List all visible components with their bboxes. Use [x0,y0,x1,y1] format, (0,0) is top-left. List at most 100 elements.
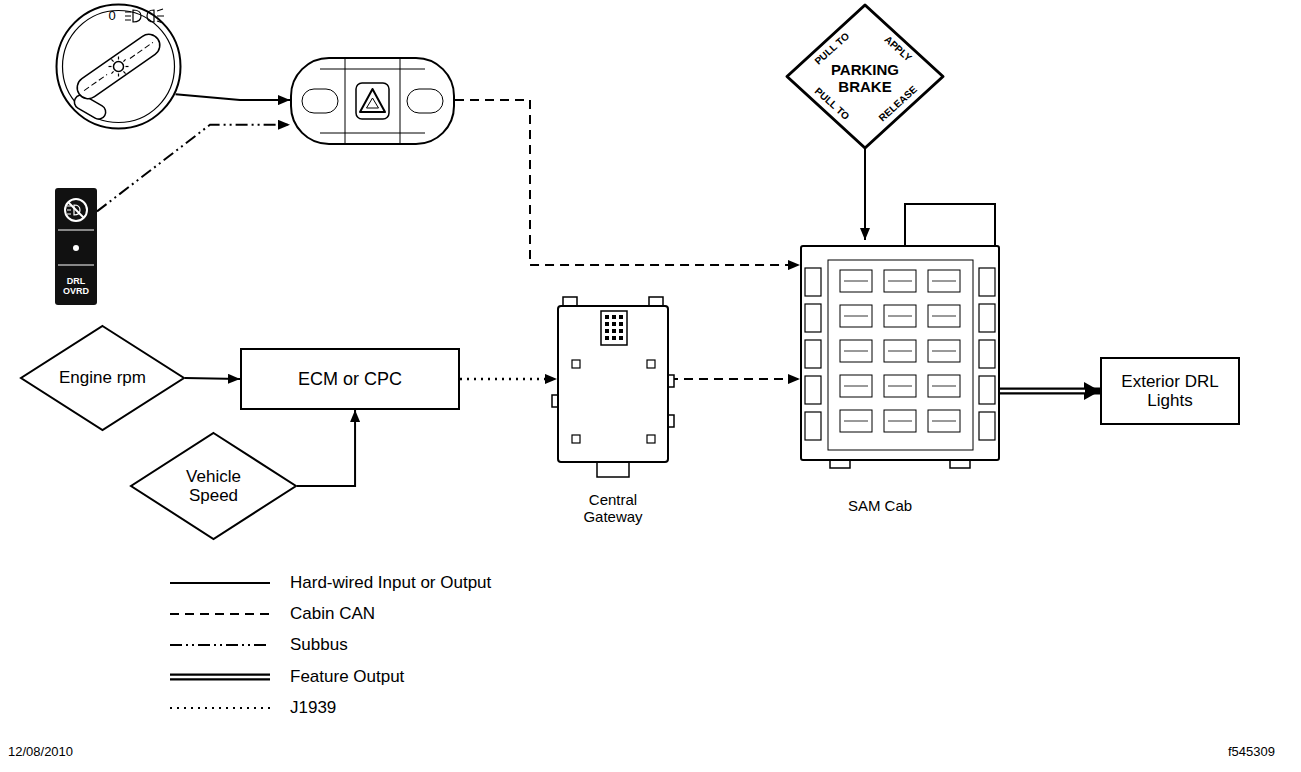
relay [884,305,916,327]
relay-mark [888,281,912,282]
gateway-hole [572,360,580,368]
switch-body [55,188,97,305]
hazard-triangle [360,89,385,112]
device-label: Central Gateway [568,491,658,526]
sam-connector [979,412,995,440]
feature-output-gap [999,390,1085,393]
parking-brake-sign: PULL TOAPPLYPARKING BRAKEPULL TORELEASE [785,3,945,150]
sam-connector [805,304,821,332]
sam-connector [805,268,821,296]
sam-cab-module-outline [800,240,1000,460]
connector-pin [605,329,609,333]
relay-mark [888,421,912,422]
sam-connector [979,376,995,404]
indicator-dot [73,245,79,251]
connector-pin [619,336,623,340]
relay-mark [844,351,868,352]
connector-group [865,148,866,240]
legend-text: Subbus [290,635,348,655]
light-symbol-ray [111,71,113,73]
control-module-box: ECM or CPC [240,348,460,410]
box-outline [241,349,459,409]
relay [840,270,872,292]
cabin-can-line [455,100,800,265]
connector-pin [612,322,616,326]
connector-pin [605,322,609,326]
module-pill [407,89,443,113]
relay [928,410,960,432]
output-box-outline [1100,357,1240,425]
legend-text: Hard-wired Input or Output [290,573,491,593]
headlight-switch-outline [55,3,182,130]
node-text: PARKING BRAKE [819,61,911,96]
sign-outline [787,5,943,148]
parking-light-symbol [125,10,141,22]
module-divider [400,59,401,143]
light-symbol-ray [126,66,129,67]
relay [884,410,916,432]
diamond-outline [21,326,184,430]
sam-connector [805,376,821,404]
relay-mark [888,386,912,387]
connector-group [669,378,800,379]
central-gateway: Central Gateway [557,305,669,463]
headlight-symbol [147,9,164,23]
node-text: DRL OVRD [57,276,95,297]
drl-override-switch: DRL OVRD [55,188,97,305]
node-text: Vehicle Speed [173,467,255,506]
hard-wired-line [297,410,355,486]
connector-group [460,378,557,379]
relay [840,340,872,362]
module-outline [291,58,454,144]
light-symbol-ray [118,74,119,77]
subbus-line [97,125,290,212]
output-box: Exterior DRL Lights [1100,357,1240,425]
light-symbol-ray [123,71,125,73]
hazard-switch-module [290,57,455,145]
relay [928,270,960,292]
central-gateway-outline [557,305,669,463]
sam-connector [805,412,821,440]
box-outline [1101,358,1239,424]
relay [928,305,960,327]
input-diamond: Vehicle Speed [130,432,297,540]
legend-dashed-line [170,613,270,615]
gateway-body [558,306,668,462]
hazard-switch-module-outline [290,57,455,145]
connector-group [297,410,355,486]
cabin-can-line [669,378,800,380]
gateway-connector [601,311,627,345]
legend-text: J1939 [290,698,336,718]
device-label: SAM Cab [825,497,935,514]
connector-pin [605,315,609,319]
connector-pin [619,322,623,326]
relay-mark [888,351,912,352]
sam-connector [979,340,995,368]
light-symbol-ray [123,59,125,61]
connector-group [97,125,290,212]
node-text: Engine rpm [47,368,159,388]
legend-double-line-gap [169,676,271,679]
relay-mark [844,421,868,422]
knob-outline [57,5,181,129]
pointer-mark [130,42,153,58]
relay-mark [888,316,912,317]
connector-pin [619,315,623,319]
module-edge-line [320,69,425,70]
light-symbol-ray [118,57,119,60]
connector-group [999,390,1100,391]
gateway-hole [647,360,655,368]
light-symbol [114,62,124,72]
connector-group [455,100,800,265]
legend-dotted-line [170,707,270,709]
relay [840,375,872,397]
feature-output-line [1000,387,1100,394]
legend-double-line [170,674,270,681]
relay [840,305,872,327]
input-diamond: Engine rpm [20,325,185,431]
node-text: Exterior DRL Lights [1108,372,1232,411]
pointer-bar [73,30,164,103]
connector-group [185,378,240,379]
relay-mark [844,386,868,387]
